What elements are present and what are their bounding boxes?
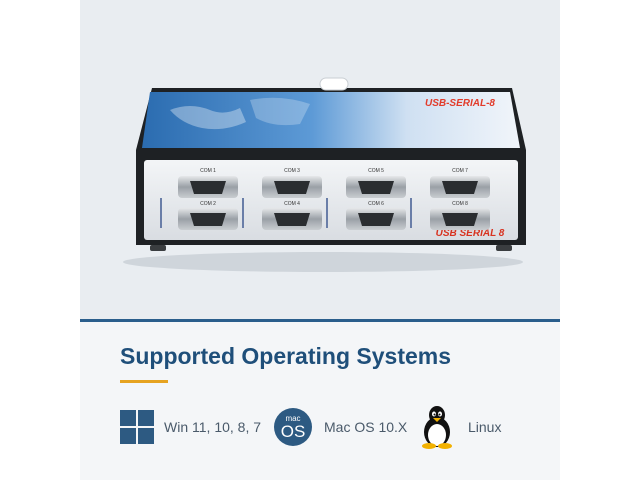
product-panel: USB-SERIAL-8 USB SERIAL 8 COM 1 COM 3 CO: [80, 0, 560, 480]
serial-port-com7: COM 7: [430, 168, 490, 198]
serial-port-com8: COM 8: [430, 201, 490, 230]
os-label-macos: Mac OS 10.X: [324, 419, 408, 435]
os-item-macos: mac OS Mac OS 10.X: [274, 404, 407, 450]
serial-port-com3: COM 3: [262, 168, 322, 198]
svg-text:COM 8: COM 8: [452, 201, 468, 207]
tux-icon: [422, 406, 452, 449]
serial-port-com2: COM 2: [178, 201, 238, 230]
device-front-label: USB SERIAL 8: [436, 228, 505, 239]
serial-port-com1: COM 1: [178, 168, 238, 198]
macos-icon: mac OS: [274, 408, 312, 446]
os-label-windows: Win 11, 10, 8, 7: [164, 419, 262, 435]
macos-badge-big: OS: [280, 422, 306, 441]
section-heading: Supported Operating Systems: [120, 343, 452, 369]
macos-badge-small: mac: [285, 414, 301, 423]
os-item-windows: Win 11, 10, 8, 7: [120, 404, 261, 450]
windows-icon: [120, 410, 154, 444]
svg-text:COM 5: COM 5: [368, 168, 384, 174]
serial-port-com4: COM 4: [262, 201, 322, 230]
device-top-label: USB-SERIAL-8: [425, 98, 495, 109]
svg-text:COM 6: COM 6: [368, 201, 384, 207]
section-divider: [80, 319, 560, 322]
usb-serial-hub-image: USB-SERIAL-8 USB SERIAL 8 COM 1 COM 3 CO: [123, 77, 526, 272]
serial-port-com5: COM 5: [346, 168, 406, 198]
svg-text:COM 4: COM 4: [284, 201, 300, 207]
svg-text:COM 7: COM 7: [452, 168, 468, 174]
os-label-linux: Linux: [468, 419, 502, 435]
svg-text:COM 3: COM 3: [284, 168, 300, 174]
svg-text:COM 2: COM 2: [200, 201, 216, 207]
heading-underline: [120, 380, 168, 383]
product-photo: USB-SERIAL-8 USB SERIAL 8 COM 1 COM 3 CO: [80, 0, 560, 320]
os-item-linux: Linux: [418, 404, 501, 450]
svg-text:COM 1: COM 1: [200, 168, 216, 174]
serial-port-com6: COM 6: [346, 201, 406, 230]
